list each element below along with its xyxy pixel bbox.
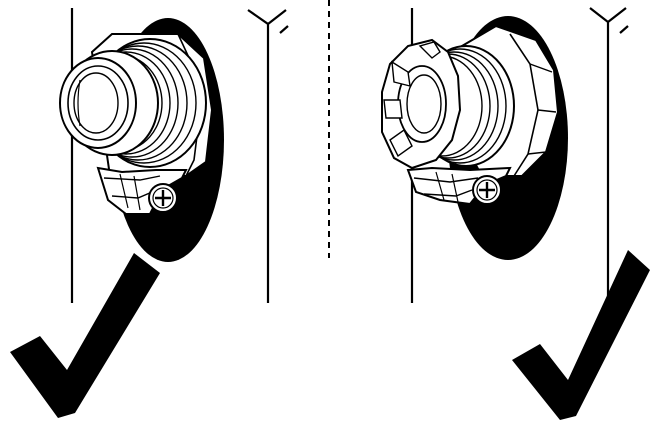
right-panel — [381, 7, 650, 420]
left-screw-icon — [148, 183, 178, 213]
left-wall-edge-right — [247, 9, 289, 303]
right-checkmark-icon — [512, 250, 650, 420]
right-snap-ring — [381, 38, 462, 170]
left-threaded-hub — [59, 38, 207, 168]
left-panel — [10, 8, 289, 418]
left-checkmark-icon — [10, 253, 160, 418]
right-screw-icon — [472, 175, 502, 205]
right-wall-edge-right — [589, 7, 629, 303]
